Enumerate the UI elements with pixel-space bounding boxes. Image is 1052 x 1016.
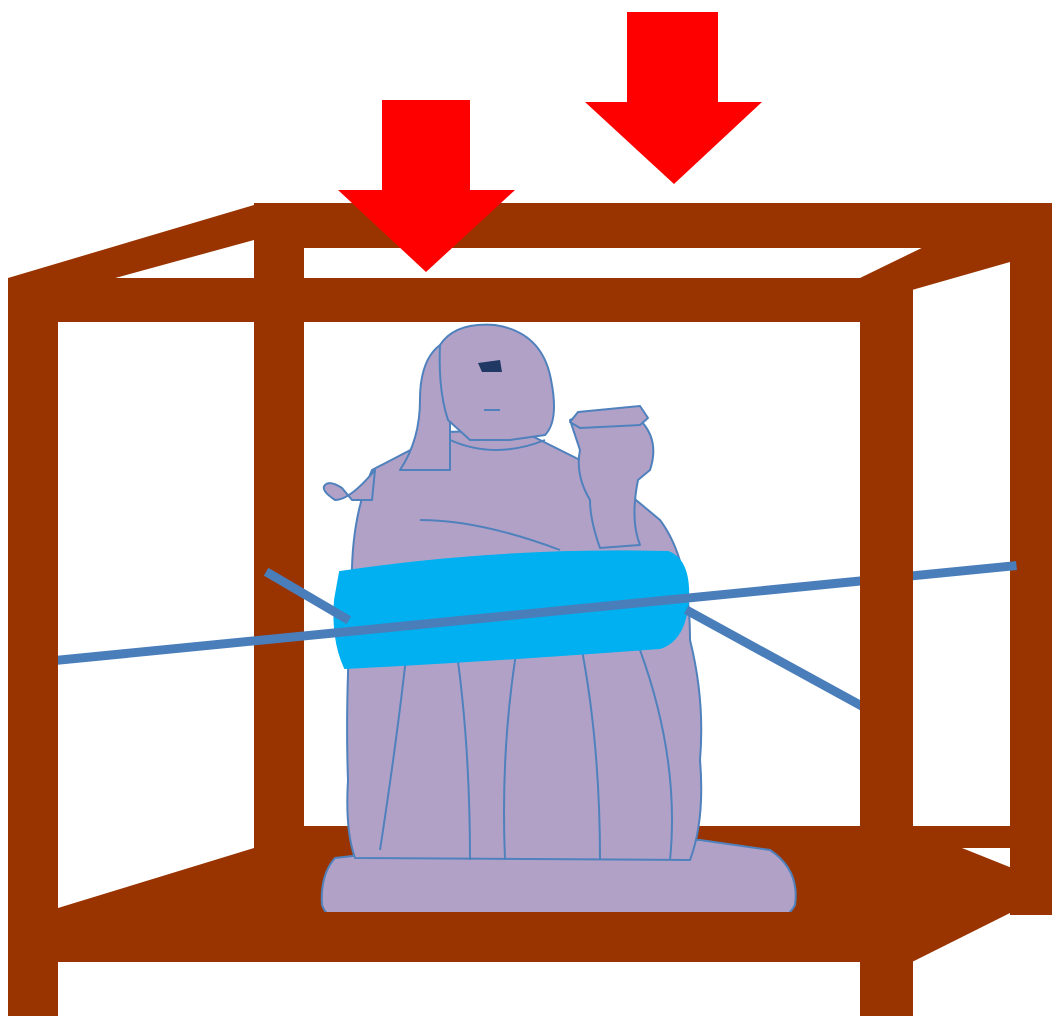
- statue-collar-line: [449, 439, 546, 451]
- statue-fold-line: [639, 649, 673, 861]
- statue-face: [478, 360, 502, 411]
- statue-cloak-left: [399, 344, 451, 471]
- arrow-down-icon: [585, 12, 762, 184]
- statue-child-hat: [569, 405, 649, 429]
- strap-line-horizontal: [35, 561, 1017, 667]
- statue-eye-mark: [478, 360, 502, 372]
- arrow-down-icon: [338, 100, 515, 272]
- frame-front-top-beam: [8, 278, 913, 322]
- load-arrows: [338, 12, 762, 272]
- frame-left-top-side-beam: [8, 205, 254, 300]
- statue-raised-arm: [322, 469, 376, 501]
- statue-arm-line: [419, 519, 561, 551]
- frame-front: [8, 278, 913, 1016]
- frame-front-right-post: [860, 278, 913, 1016]
- statue-fold-line: [454, 639, 471, 861]
- frame-right-top-side-beam: [860, 205, 1052, 292]
- strap-line-right-diagonal: [683, 605, 887, 723]
- strap-band: [333, 550, 690, 670]
- frame-front-bottom-beam: [8, 912, 913, 962]
- frame-front-left-post: [8, 278, 58, 1016]
- statue-head: [438, 323, 555, 441]
- statue-fold-line: [579, 639, 601, 861]
- strap-line-left-diagonal: [263, 567, 352, 625]
- frame-back-right-post: [1010, 203, 1052, 915]
- statue-details: [379, 439, 673, 861]
- strap-lines: [35, 561, 1017, 723]
